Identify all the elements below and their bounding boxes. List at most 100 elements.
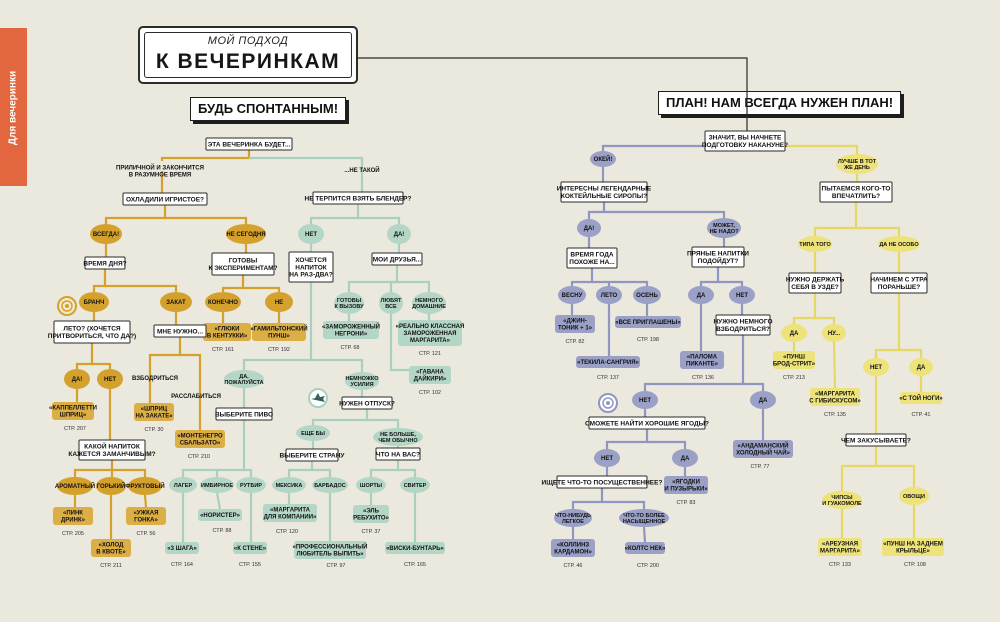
node-shape: [577, 219, 601, 237]
node-label: НЕТ: [736, 293, 748, 299]
node-y-net: НЕТ: [863, 358, 889, 376]
node-t-margarita-kompaniya-pg: СТР. 120: [276, 529, 298, 535]
node-shape: [704, 130, 786, 152]
node-shape: [551, 539, 595, 557]
node-l-konechno: КОНЕЧНО: [205, 292, 241, 312]
node-label: ИМБИРНОЕ: [201, 483, 233, 489]
node-shape: [341, 396, 393, 410]
connector-line: [311, 409, 369, 425]
connector-line: [571, 488, 604, 509]
node-label: «ВИСКИ-БУНТАРЬ»: [386, 546, 444, 552]
node-label: СТР. 135: [824, 412, 846, 418]
node-label: ТИПА ТОГО: [799, 242, 831, 248]
connector-line: [358, 57, 748, 131]
node-label: «НОРИСТЕР»: [200, 513, 241, 519]
node-shape: [729, 286, 755, 304]
node-l-ne-segodnya: НЕ СЕГОДНЯ: [226, 224, 266, 244]
node-shape: [680, 351, 724, 369]
connector-line: [604, 210, 726, 218]
node-shape: [233, 542, 267, 554]
node-shape: [900, 392, 942, 404]
node-shape: [226, 224, 266, 244]
node-shape: [576, 356, 640, 368]
node-y-chem-zakusyvaete: ЧЕМ ЗАКУСЫВАЕТЕ?: [841, 433, 911, 447]
connector-line: [876, 464, 916, 487]
node-t-rutbir: РУТБИР: [236, 477, 266, 493]
node-shape: [594, 449, 620, 467]
node-label: СТР. 121: [419, 351, 441, 357]
node-label: БАРБАДОС: [314, 483, 346, 489]
node-y-nu: НУ...: [822, 324, 846, 342]
node-shape: [272, 477, 306, 493]
connector-line: [785, 144, 859, 154]
node-p-da3: ДА: [750, 391, 776, 409]
connector-line: [643, 335, 745, 391]
node-l-glyuki-pg: СТР. 161: [212, 347, 234, 353]
node-l-fruktovy: ФРУКТОВЫЙ: [125, 477, 165, 495]
node-shape: [632, 391, 658, 409]
connector-line: [874, 293, 901, 358]
node-shape: [211, 252, 275, 276]
node-shape: [836, 154, 878, 174]
node-t-meksika: МЕКСИКА: [272, 477, 306, 493]
node-shape: [615, 316, 681, 328]
node-l-net1: НЕТ: [97, 369, 123, 389]
node-label: РАССЛАБИТЬСЯ: [171, 394, 221, 400]
node-label: «С ТОЙ НОГИ»: [899, 394, 943, 402]
node-shape: [205, 137, 293, 151]
node-shape: [387, 224, 411, 244]
node-shape: [96, 477, 126, 495]
node-label: «КОЛТС НЕК»: [625, 546, 666, 552]
node-label: СВИТЕР: [404, 483, 427, 489]
node-label: МОИ ДРУЗЬЯ...: [373, 256, 422, 263]
node-label: СТР. 137: [597, 375, 619, 381]
node-label: АРОМАТНЫЙ: [55, 482, 95, 490]
connector-line: [311, 358, 364, 372]
node-l-gamilton-pg: СТР. 192: [268, 347, 290, 353]
node-p-net3: НЕТ: [632, 391, 658, 409]
connector-line: [160, 150, 251, 161]
node-t-sviter: СВИТЕР: [400, 477, 430, 493]
node-p-net2: НЕТ: [729, 286, 755, 304]
node-shape: [750, 391, 776, 409]
node-label: ЧТО НА ВАС?: [376, 451, 420, 458]
node-shape: [819, 181, 893, 203]
node-label: СТР. 77: [751, 464, 770, 470]
node-label: СТР. 207: [64, 426, 86, 432]
node-shape: [412, 292, 446, 314]
node-label: «ДЖИН-ТОНИК + 1»: [558, 319, 593, 332]
node-y-da-ne-osobo: ДА НЕ ОСОБО: [878, 236, 920, 252]
node-p-okey: ОКЕЙ!: [590, 151, 616, 167]
node-p-tekila-pg: СТР. 137: [597, 375, 619, 381]
node-shape: [909, 358, 933, 376]
node-shape: [798, 236, 832, 252]
node-label: СТР. 211: [100, 563, 122, 569]
connector-line: [718, 280, 744, 286]
title-line-2: К ВЕЧЕРИНКАМ: [155, 50, 341, 73]
node-shape: [265, 292, 293, 312]
node-y-s-toy-nogi: «С ТОЙ НОГИ»: [899, 392, 943, 404]
node-label: СТР. 97: [327, 563, 346, 569]
node-p-vse-priglasheny: «ВСЕ ПРИГЛАШЕНЫ»: [615, 316, 681, 328]
node-shape: [554, 509, 592, 527]
